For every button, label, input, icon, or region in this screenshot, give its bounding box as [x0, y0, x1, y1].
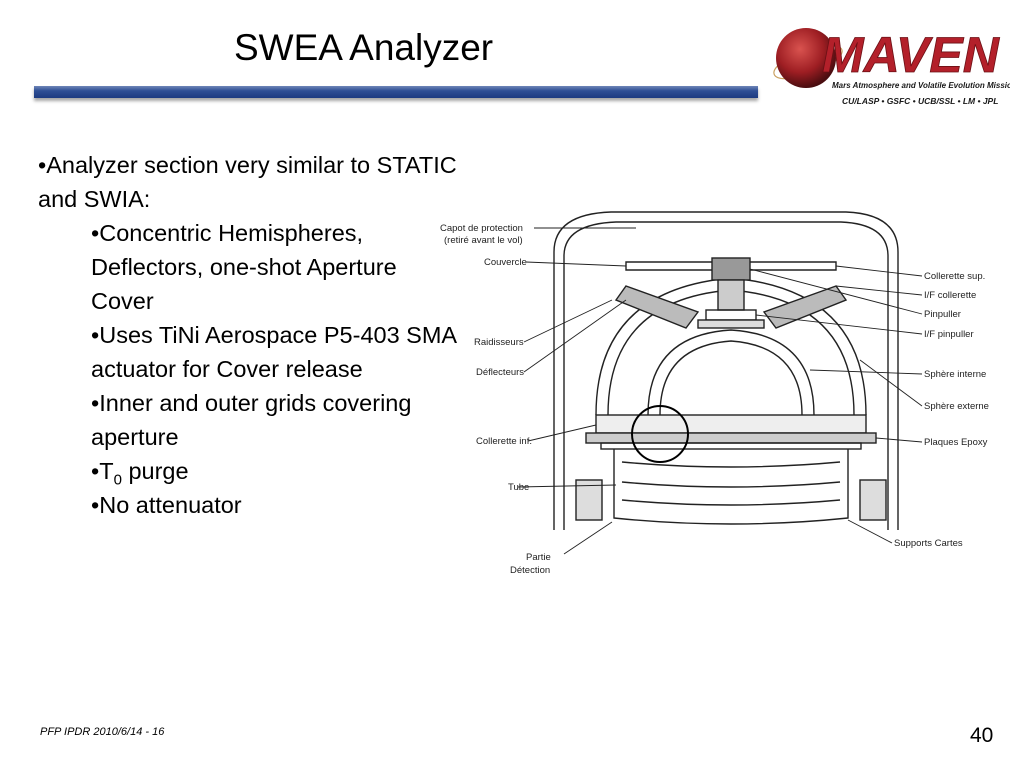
deflector-right — [762, 285, 848, 329]
label-tube: Tube — [508, 482, 529, 493]
slide-title: SWEA Analyzer — [234, 27, 494, 68]
label-lower-collar: Collerette inf. — [476, 436, 532, 447]
bullet-subscript: 0 — [113, 471, 122, 489]
label-collar-interface: I/F collerette — [924, 290, 976, 301]
label-cover: Couvercle — [484, 257, 527, 268]
diagram-drawing — [553, 211, 899, 530]
bullet-prefix: •T — [91, 458, 114, 484]
protection-cap-outline — [553, 211, 899, 530]
card-support-left — [575, 479, 603, 521]
maven-logo: MAVEN Mars Atmosphere and Volatile Evolu… — [773, 27, 1010, 106]
detail-highlight-circle — [631, 405, 689, 463]
bullet-item: •Analyzer section very similar to STATIC… — [38, 152, 457, 212]
page-number: 40 — [970, 724, 994, 747]
card-support-right — [859, 479, 887, 521]
cover-plate — [625, 261, 837, 271]
label-protection-cap: Capot de protection — [440, 223, 523, 234]
pinpuller-body — [711, 257, 751, 281]
swea-cutaway-diagram: Capot de protection (retiré avant le vol… — [440, 211, 989, 576]
label-protection-cap-note: (retiré avant le vol) — [444, 235, 523, 246]
label-outer-sphere: Sphère externe — [924, 401, 989, 412]
inner-hemisphere — [647, 329, 815, 416]
label-stiffeners: Raidisseurs — [474, 337, 524, 348]
bullet-item: •Uses TiNi Aerospace P5-403 SMA actuator… — [91, 322, 456, 382]
logo-partners: CU/LASP • GSFC • UCB/SSL • LM • JPL — [842, 96, 998, 106]
label-upper-collar: Collerette sup. — [924, 271, 985, 282]
label-pinpuller: Pinpuller — [924, 309, 961, 320]
label-epoxy-plates: Plaques Epoxy — [924, 437, 988, 448]
label-detection-part: Partie — [526, 552, 551, 563]
detection-tube — [613, 449, 849, 525]
bullet-item: •Inner and outer grids covering aperture — [91, 390, 412, 450]
slide-footer: PFP IPDR 2010/6/14 - 16 — [40, 726, 165, 738]
bullet-suffix: purge — [121, 458, 189, 484]
title-underline-bar — [34, 86, 758, 98]
label-pinpuller-interface: I/F pinpuller — [924, 329, 974, 340]
logo-subtitle: Mars Atmosphere and Volatile Evolution M… — [832, 81, 1010, 90]
label-inner-sphere: Sphère interne — [924, 369, 986, 380]
logo-planet — [776, 28, 836, 88]
bullet-item: •Concentric Hemispheres, Deflectors, one… — [91, 220, 397, 314]
label-card-supports: Supports Cartes — [894, 538, 963, 549]
label-deflectors: Déflecteurs — [476, 367, 524, 378]
bullet-item: •T0 purge — [91, 454, 458, 488]
bullet-list: •Analyzer section very similar to STATIC… — [38, 148, 458, 522]
bullet-item: •No attenuator — [91, 492, 242, 518]
deflector-left — [614, 285, 700, 329]
leader-lines — [517, 227, 923, 555]
logo-wordmark: MAVEN — [822, 27, 1000, 83]
label-detection: Détection — [510, 565, 550, 576]
